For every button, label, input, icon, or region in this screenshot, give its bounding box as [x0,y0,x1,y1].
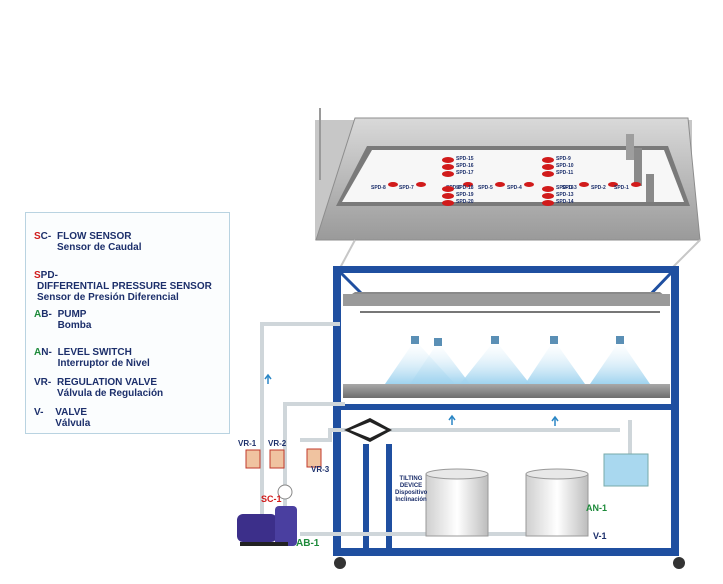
sensor-dot-icon [415,182,426,188]
sensor-dot-icon [542,193,554,199]
sensor-dot-icon [542,200,554,206]
legend-code-suffix: C- [40,231,52,242]
legend-label-en: REGULATION VALVE [57,377,158,388]
sensor-label: SPD-10 [556,163,574,169]
legend-label-es: Sensor de Presión Diferencial [37,292,179,303]
label-tilting-device: TILTING DEVICE Dispositivo Inclinación [395,476,427,504]
legend-code-prefix: S [34,231,41,242]
sensor-label: SPD-20 [456,199,474,205]
sensor-label: SPD-11 [556,170,574,176]
sensor-marker: SPD-7 [399,176,426,194]
label-v1: V-1 [593,531,607,541]
tilting-device [344,418,392,442]
sensor-marker: SPD-4 [507,176,534,194]
sensor-dot-icon [442,171,454,177]
pump-ab1 [237,506,297,546]
sensor-label: SPD-4 [507,185,522,191]
label-ab1: AB-1 [296,538,320,549]
sensor-label: SPD-7 [399,185,414,191]
sensor-label: SPD-13 [556,192,574,198]
caster-wheels [334,557,685,569]
sensor-label: SPD-9 [556,156,571,162]
sensor-label: SPD-19 [456,192,474,198]
sensor-dot-icon [630,182,641,188]
sensor-label: SPD-5 [478,185,493,191]
sensor-label: SPD-12 [556,185,574,191]
sensor-marker: SPD-5 [478,176,505,194]
legend-label-es: Bomba [57,320,92,331]
sensor-dot-icon [607,182,618,188]
sensor-dot-icon [442,164,454,170]
legend-label-en: VALVE [55,407,88,418]
sensor-dot-icon [442,200,454,206]
legend-label-es: Sensor de Caudal [57,242,142,253]
flow-arrows [264,373,559,426]
sensor-dot-icon [523,182,534,188]
support-frame [333,266,679,556]
sensor-dot-icon [442,193,454,199]
channel-flume [343,292,670,398]
legend-code-suffix: N- [41,347,52,358]
sensor-marker: SPD-2 [591,176,618,194]
sensor-label: SPD-2 [591,185,606,191]
sensor-dot-icon [442,186,454,192]
sensor-label: SPD-8 [371,185,386,191]
legend-label-es: Válvula [55,418,91,429]
tilt-es-line2: Inclinación [395,497,427,503]
sensor-label: SPD-17 [456,170,474,176]
sensor-label: SPD-3 [562,185,577,191]
sensor-label: SPD-16 [456,163,474,169]
legend-code-prefix: S [34,270,41,281]
legend-label-en: LEVEL SWITCH [57,347,132,358]
sensor-marker: SPD-3 [562,176,589,194]
legend-label-en: DIFFERENTIAL PRESSURE SENSOR [37,281,212,292]
sensor-dot-icon [542,157,554,163]
label-vr1: VR-1 [238,439,257,448]
sensor-dot-icon [462,182,473,188]
sensor-label: SPD-1 [614,185,629,191]
legend-code-suffix: PD- [40,270,58,281]
sensor-dot-icon [578,182,589,188]
sensor-dot-icon [542,164,554,170]
tilt-en-line2: DEVICE [399,483,423,489]
tilt-es-line1: Dispositivo [395,490,428,496]
legend-label-en: PUMP [57,309,87,320]
sensor-label: SPD-14 [556,199,574,205]
sensor-label: SPD-18 [456,185,474,191]
sensor-dot-icon [494,182,505,188]
legend-code-prefix: A [34,309,42,320]
sensor-dot-icon [542,171,554,177]
spray-nozzles [360,311,660,384]
sensor-marker: SPD-1 [614,176,641,194]
sensor-label: SPD-15 [456,156,474,162]
label-vr3: VR-3 [311,465,330,474]
tilt-en-line1: TILTING [399,476,423,482]
legend-code-suffix: V- [34,407,44,418]
legend-label-es: Válvula de Regulación [57,388,164,399]
legend-code-suffix: B- [41,309,52,320]
label-an1: AN-1 [586,503,608,513]
sensor-marker: SPD-8 [371,176,398,194]
regulation-valves [245,448,322,500]
label-sc1: SC-1 [261,494,282,504]
sensor-dot-icon [542,186,554,192]
tanks [425,453,649,537]
label-vr2: VR-2 [268,439,287,448]
tray-magnified-view [315,108,701,269]
legend-label-en: FLOW SENSOR [57,231,132,242]
legend-code-suffix: VR- [34,377,52,388]
legend-code-prefix: A [34,347,42,358]
sensor-dot-icon [387,182,398,188]
legend-label-es: Interruptor de Nivel [57,358,150,369]
sensor-dot-icon [442,157,454,163]
